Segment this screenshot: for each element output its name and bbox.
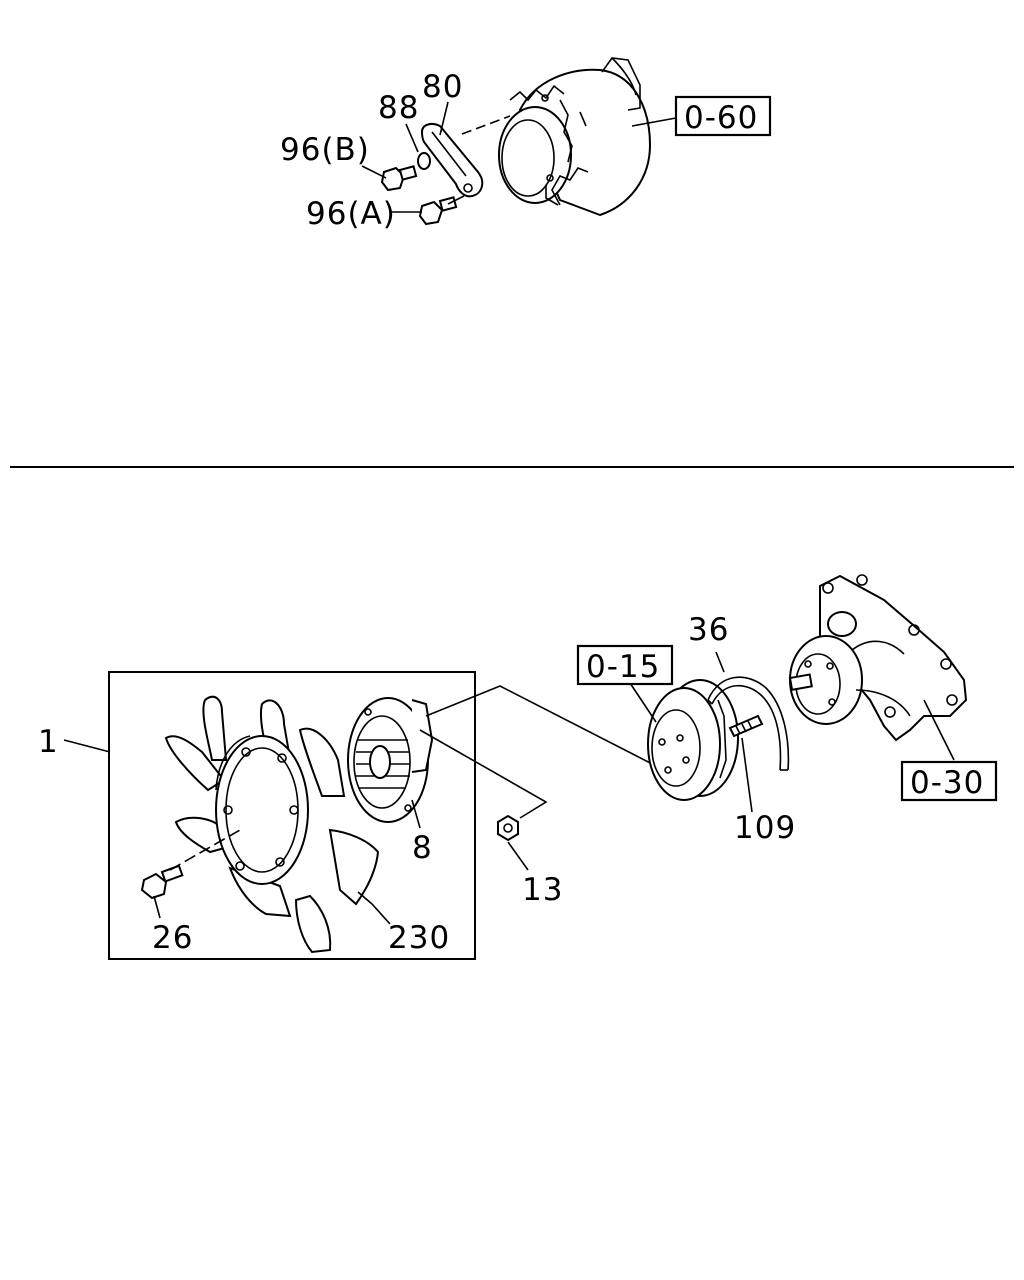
ref-box-0-30[interactable]: 0-30 [900,760,998,802]
ref-0-30-label: 0-30 [910,765,984,801]
washer-icon [417,152,431,170]
callout-1: 1 [38,724,59,760]
fan-blade-icon [164,695,380,954]
ref-box-0-60[interactable]: 0-60 [674,95,772,137]
callout-26: 26 [152,920,193,956]
fan-clutch-icon [347,697,434,823]
callout-230: 230 [388,920,450,956]
callout-88: 88 [378,90,419,126]
bolt-icon [418,196,458,226]
pulley-icon [647,679,739,801]
callout-80: 80 [422,69,463,105]
callout-96b: 96(B) [280,132,370,168]
v-belt-icon [707,676,790,771]
ref-0-15-label: 0-15 [586,649,660,685]
adjusting-plate-icon [420,115,511,198]
callout-8: 8 [412,830,433,866]
callout-109: 109 [734,810,796,846]
ref-box-0-15[interactable]: 0-15 [576,644,674,686]
fan-assembly-box [108,671,476,960]
callout-36: 36 [688,612,729,648]
callout-96a: 96(A) [306,196,396,232]
callout-13: 13 [522,872,563,908]
alternator-icon [498,57,677,217]
stud-icon [728,714,764,738]
bolt-icon [140,864,184,900]
ref-0-60-label: 0-60 [684,100,758,136]
nut-icon [497,814,519,842]
water-pump-icon [788,574,968,742]
bolt-icon [380,165,418,192]
